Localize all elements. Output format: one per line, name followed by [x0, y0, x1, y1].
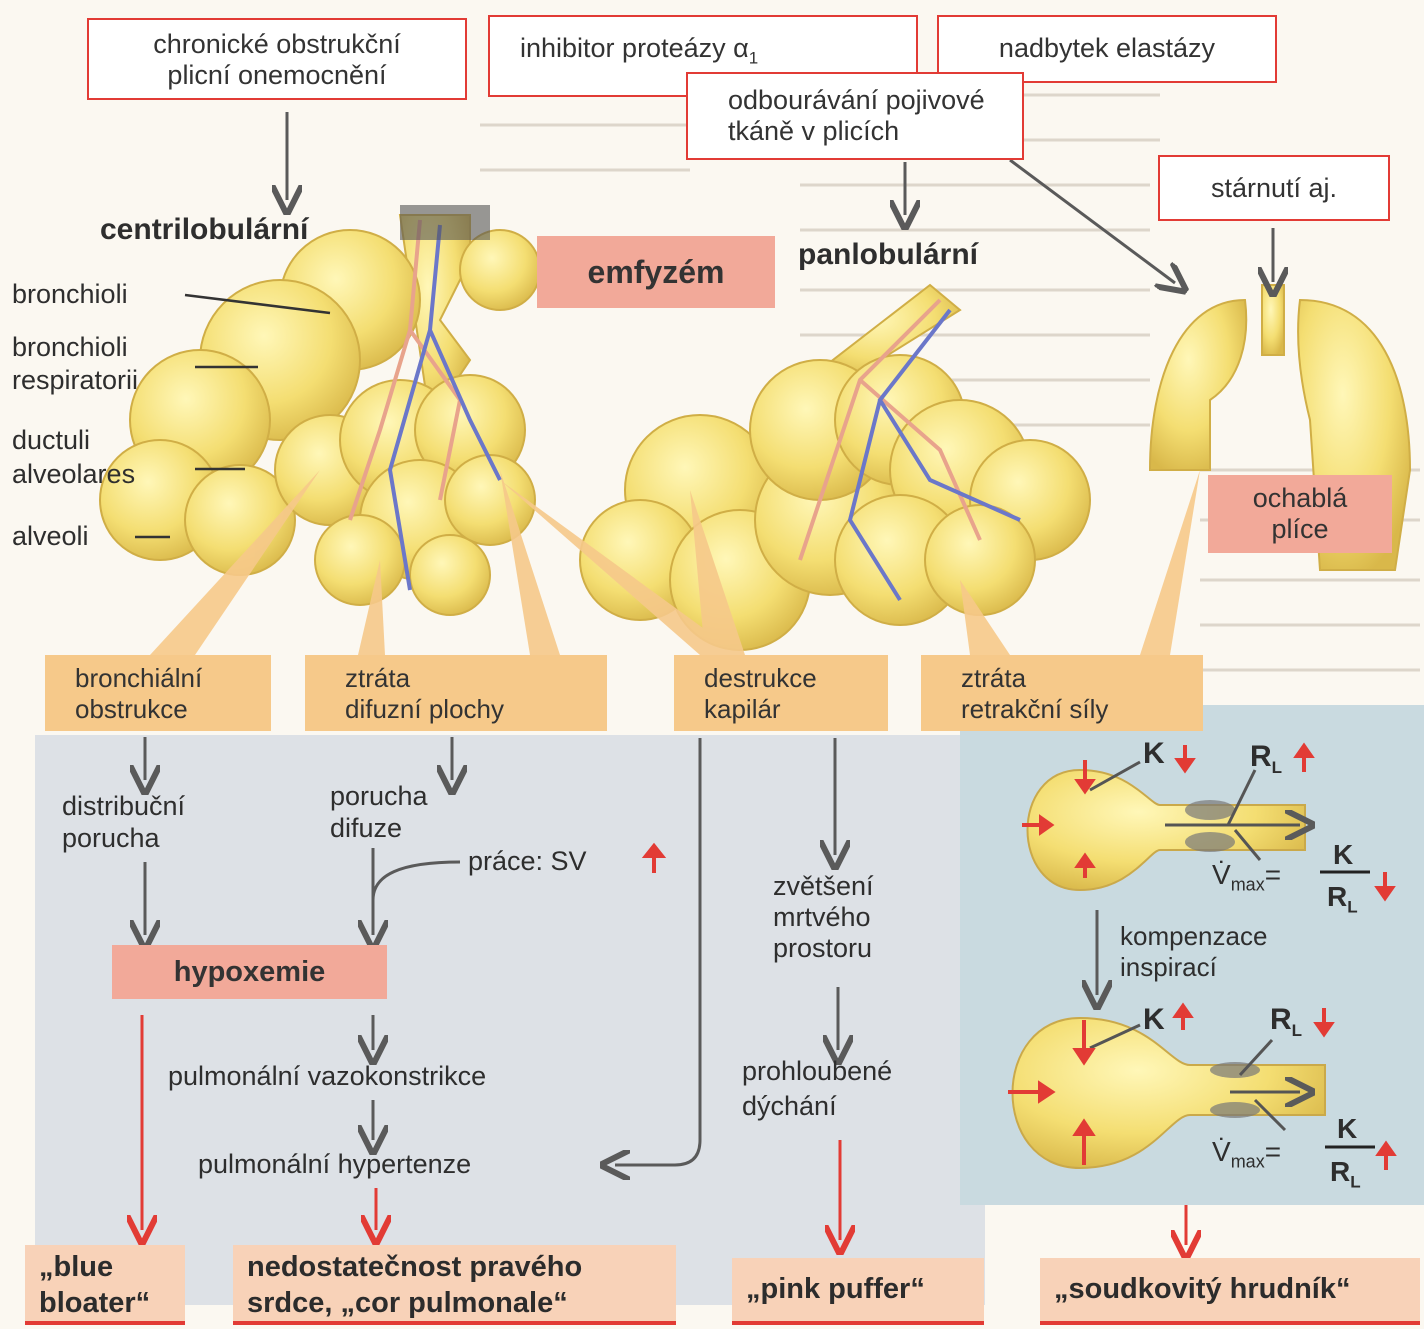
mechanism-diffusion-area: ztráta difuzní plochy [305, 655, 607, 731]
frac-bottom-den: RL [1330, 1155, 1361, 1199]
degradation-line-2: tkáně v plicích [728, 116, 1022, 147]
hypertension-label: pulmonální hypertenze [198, 1148, 471, 1181]
mechanism-obstruction: bronchiální obstrukce [45, 655, 271, 731]
inset-k-top: K [1143, 737, 1165, 770]
inhibitor-label: inhibitor proteázy α [520, 33, 749, 63]
inhibitor-subscript: 1 [749, 48, 758, 67]
dead-space-2: mrtvého [773, 901, 871, 934]
degradation-line-1: odbourávání pojivové [728, 85, 1022, 116]
rl-top-sub: L [1272, 758, 1282, 777]
outcome-pink-puffer: „pink puffer“ [732, 1258, 984, 1325]
distribution-disorder-1: distribuční [62, 790, 185, 823]
deep-breathing-1: prohloubené [742, 1055, 892, 1088]
copd-line-1: chronické obstrukční [89, 29, 465, 60]
elastase-label: nadbytek elastázy [999, 33, 1215, 63]
panlobular-title: panlobulární [798, 238, 978, 271]
copd-box: chronické obstrukční plicní onemocnění [87, 18, 467, 100]
obstruction-line-1: bronchiální [75, 663, 271, 694]
diffusion-disorder-2: difuze [330, 812, 402, 845]
frac-bottom-num: K [1337, 1112, 1357, 1145]
barrel-label: „soudkovitý hrudník“ [1054, 1273, 1350, 1305]
compensation-1: kompenzace [1120, 920, 1267, 953]
rl-top-letter: R [1250, 740, 1272, 773]
aging-box: stárnutí aj. [1158, 155, 1390, 221]
vmax-bottom: V̇max= [1212, 1135, 1281, 1179]
dead-space-1: zvětšení [773, 870, 874, 903]
vmax-bottom-letter: V̇ [1212, 1136, 1231, 1167]
work-label: práce: SV [468, 845, 587, 878]
inset-rl-bottom: RL [1270, 1003, 1302, 1047]
compensation-2: inspirací [1120, 951, 1217, 984]
outcome-cor-pulmonale: nedostatečnost pravého srdce, „cor pulmo… [233, 1245, 676, 1325]
label-bronchioli: bronchioli [12, 278, 128, 311]
diffusion-area-line-1: ztráta [345, 663, 607, 694]
red-indicator-arrows [646, 35, 905, 873]
inset-rl-top: RL [1250, 740, 1282, 784]
deep-breathing-2: dýchání [742, 1090, 837, 1123]
dead-space-3: prostoru [773, 932, 872, 965]
cor-line-1: nedostatečnost pravého [247, 1249, 676, 1285]
vasoconstriction-label: pulmonální vazokonstrikce [168, 1060, 486, 1093]
label-bronchioli-resp-1: bronchioli [12, 331, 128, 364]
diffusion-area-line-2: difuzní plochy [345, 694, 607, 725]
mechanism-capillary: destrukce kapilár [674, 655, 888, 731]
emphysema-title: emfyzém [537, 236, 775, 308]
frac-top-den-letter: R [1327, 881, 1347, 912]
label-ductuli-1: ductuli [12, 424, 90, 457]
rl-bottom-letter: R [1270, 1003, 1292, 1036]
capillary-line-2: kapilár [704, 694, 888, 725]
outcome-blue-bloater: „blue bloater“ [25, 1245, 185, 1325]
centrilobular-title: centrilobulární [100, 213, 308, 246]
recoil-line-1: ztráta [961, 663, 1203, 694]
flaccid-line-2: plíce [1208, 514, 1392, 545]
copd-line-2: plicní onemocnění [89, 60, 465, 91]
cor-line-2: srdce, „cor pulmonale“ [247, 1285, 676, 1321]
frac-top-num: K [1333, 838, 1353, 871]
frac-bottom-den-sub: L [1350, 1173, 1360, 1192]
vmax-bottom-sub: max [1231, 1152, 1265, 1172]
pink-label: „pink puffer“ [746, 1273, 925, 1305]
obstruction-line-2: obstrukce [75, 694, 271, 725]
rl-bottom-sub: L [1292, 1021, 1302, 1040]
label-ductuli-2: alveolares [12, 458, 135, 491]
vmax-top: V̇max= [1212, 858, 1281, 902]
hypoxemia-box: hypoxemie [112, 945, 387, 999]
distribution-disorder-2: porucha [62, 822, 160, 855]
inset-k-bottom: K [1143, 1003, 1165, 1036]
outcome-barrel-chest: „soudkovitý hrudník“ [1040, 1258, 1420, 1325]
flaccid-line-1: ochablá [1208, 483, 1392, 514]
blue-line-2: bloater“ [39, 1285, 185, 1321]
blue-line-1: „blue [39, 1249, 185, 1285]
degradation-box: odbourávání pojivové tkáně v plicích [686, 72, 1024, 160]
aging-label: stárnutí aj. [1211, 173, 1337, 203]
vmax-top-eq: = [1265, 859, 1281, 890]
vmax-top-sub: max [1231, 875, 1265, 895]
label-alveoli: alveoli [12, 520, 89, 553]
recoil-line-2: retrakční síly [961, 694, 1203, 725]
label-bronchioli-resp-2: respiratorii [12, 364, 138, 397]
vmax-top-letter: V̇ [1212, 859, 1231, 890]
vmax-bottom-eq: = [1265, 1136, 1281, 1167]
capillary-line-1: destrukce [704, 663, 888, 694]
frac-top-den: RL [1327, 880, 1358, 924]
flaccid-lungs-box: ochablá plíce [1208, 475, 1392, 553]
frac-top-den-sub: L [1347, 898, 1357, 917]
frac-bottom-den-letter: R [1330, 1156, 1350, 1187]
mechanism-recoil: ztráta retrakční síly [921, 655, 1203, 731]
diffusion-disorder-1: porucha [330, 780, 428, 813]
